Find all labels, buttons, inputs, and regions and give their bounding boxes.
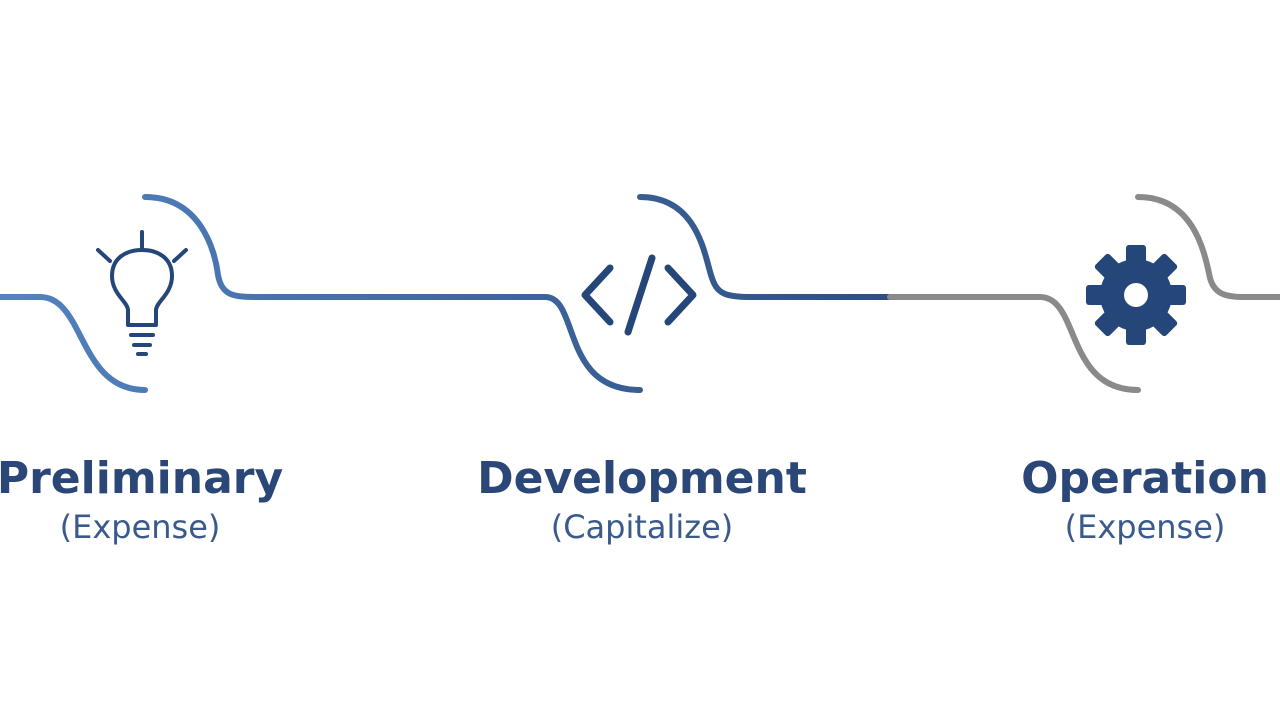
lightbulb-icon bbox=[96, 230, 188, 356]
flow-line-blue bbox=[0, 294, 148, 393]
flow-line-gray bbox=[887, 294, 1141, 393]
stage-note-operation: (Expense) bbox=[1064, 508, 1226, 546]
stage-title-preliminary: Preliminary bbox=[0, 453, 284, 504]
stage-note-preliminary: (Expense) bbox=[59, 508, 221, 546]
gear-icon bbox=[1086, 245, 1186, 345]
stage-development: Development (Capitalize) bbox=[442, 453, 842, 547]
stage-title-development: Development bbox=[477, 453, 807, 504]
stage-title-operation: Operation bbox=[1021, 453, 1269, 504]
stage-note-development: (Capitalize) bbox=[550, 508, 734, 546]
arc-operation-top bbox=[1135, 194, 1280, 300]
stage-operation: Operation (Expense) bbox=[945, 453, 1280, 547]
stage-preliminary: Preliminary (Expense) bbox=[0, 453, 340, 547]
arc-development-top bbox=[637, 194, 893, 300]
code-icon bbox=[581, 254, 697, 336]
arc-preliminary-top bbox=[142, 194, 643, 393]
